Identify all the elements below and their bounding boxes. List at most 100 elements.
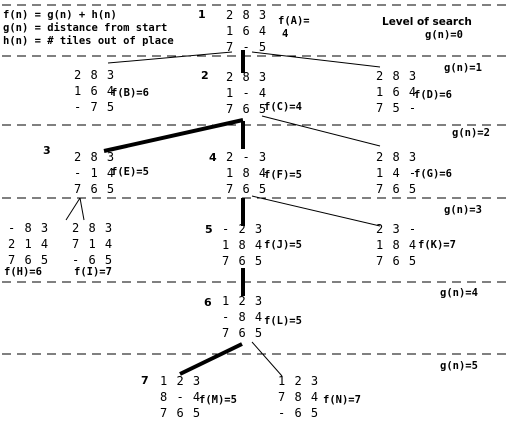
puzzle-row-2: 2 1 4 [8,237,49,251]
step-number: 4 [209,151,217,164]
node-d: 2 8 3 1 6 4 7 5 - f(D)=6 [376,69,452,115]
node-h: - 8 3 2 1 4 7 6 5 f(H)=6 [4,221,49,278]
node-f: 4 2 - 3 1 8 4 7 6 5 f(F)=5 [209,150,302,196]
edge-a-b [107,51,233,64]
puzzle-row-1: - 2 3 [222,222,263,236]
puzzle-row-3: 7 6 5 [160,406,201,420]
node-j: 5 - 2 3 1 8 4 7 6 5 f(J)=5 [205,222,302,268]
node-i: 2 8 3 7 1 4 - 6 5 f(I)=7 [72,221,113,278]
f-value-number: 4 [282,28,288,40]
puzzle-row-1: - 8 3 [8,221,49,235]
puzzle-row-1: 1 2 3 [278,374,319,388]
edge-e-i [79,197,85,221]
legend-formula-g: g(n) = distance from start [3,22,167,34]
node-e: 3 2 8 3 - 1 4 7 6 5 f(E)=5 [43,144,149,196]
puzzle-row-1: 2 8 3 [376,150,417,164]
puzzle-row-2: 1 8 4 [226,166,267,180]
edge-c-e [103,118,244,153]
step-number: 6 [204,296,212,309]
puzzle-row-1: 1 2 3 [222,294,263,308]
step-number: 3 [43,144,51,157]
f-value: f(F)=5 [264,169,302,181]
f-value: f(E)=5 [111,166,149,178]
edge-l-m [179,342,243,376]
edge-f-k [251,195,381,227]
puzzle-row-1: 2 8 3 [74,68,115,82]
level-label-g4: g(n)=4 [440,287,478,299]
puzzle-row-2: 1 6 4 [376,85,417,99]
f-value: f(A)= [278,15,310,27]
node-k: 2 3 - 1 8 4 7 6 5 f(K)=7 [376,222,456,268]
puzzle-row-3: - 7 5 [74,100,115,114]
level-label-g2: g(n)=2 [452,127,490,139]
puzzle-row-1: 2 8 3 [226,8,267,22]
step-number: 5 [205,223,213,236]
puzzle-row-2: 1 - 4 [226,86,267,100]
puzzle-row-1: 2 8 3 [376,69,417,83]
puzzle-row-3: 7 5 - [376,101,417,115]
step-number: 2 [201,69,209,82]
f-value: f(B)=6 [111,87,149,99]
level-label-g1: g(n)=1 [444,62,482,74]
puzzle-row-2: - 1 4 [74,166,115,180]
f-value: f(K)=7 [418,239,456,251]
puzzle-row-3: - 6 5 [278,406,319,420]
node-m: 7 1 2 3 8 - 4 7 6 5 f(M)=5 [141,374,237,420]
step-number: 1 [198,8,206,21]
f-value: f(I)=7 [74,266,112,278]
tree-edges [65,51,381,377]
f-value: f(C)=4 [264,101,302,113]
puzzle-row-1: 2 3 - [376,222,417,236]
legend-formula-h: h(n) = # tiles out of place [3,35,174,47]
level-label-g0: g(n)=0 [425,29,463,41]
level-separators [2,4,506,355]
edge-c-g [261,115,381,147]
puzzle-row-2: 1 6 4 [74,84,115,98]
edge-a-d [251,51,381,68]
node-g: 2 8 3 1 4 - 7 6 5 f(G)=6 [376,150,452,196]
step-number: 7 [141,374,149,387]
legend-formula-f: f(n) = g(n) + h(n) [3,9,117,21]
puzzle-row-2: 1 6 4 [226,24,267,38]
puzzle-row-3: 7 6 5 [376,254,417,268]
node-l: 6 1 2 3 - 8 4 7 6 5 f(L)=5 [204,294,302,340]
puzzle-row-2: 1 8 4 [222,238,263,252]
puzzle-row-2: 1 8 4 [376,238,417,252]
f-value: f(G)=6 [414,168,452,180]
puzzle-row-1: 1 2 3 [160,374,201,388]
edge-l-n [251,341,283,377]
puzzle-row-1: 2 8 3 [226,70,267,84]
puzzle-row-1: 2 8 3 [74,150,115,164]
f-value: f(D)=6 [414,89,452,101]
puzzle-row-2: - 8 4 [222,310,263,324]
legend: f(n) = g(n) + h(n) g(n) = distance from … [3,9,174,47]
puzzle-row-3: 7 6 5 [8,253,49,267]
f-value: f(M)=5 [199,394,237,406]
node-n: 1 2 3 7 8 4 - 6 5 f(N)=7 [278,374,361,420]
f-value: f(N)=7 [323,394,361,406]
edge-e-h [65,197,81,221]
f-value: f(L)=5 [264,315,302,327]
puzzle-row-3: 7 6 5 [222,254,263,268]
best-path-edges [103,50,245,376]
node-c: 2 2 8 3 1 - 4 7 6 5 f(C)=4 [201,69,302,116]
puzzle-row-3: 7 6 5 [376,182,417,196]
puzzle-row-3: 7 6 5 [222,326,263,340]
puzzle-row-3: 7 6 5 [226,182,267,196]
puzzle-row-3: 7 6 5 [226,102,267,116]
puzzle-row-2: 8 - 4 [160,390,201,404]
node-a: 1 2 8 3 1 6 4 7 - 5 f(A)= 4 [198,8,310,54]
puzzle-row-1: 2 - 3 [226,150,267,164]
puzzle-row-3: 7 6 5 [74,182,115,196]
level-label-g3: g(n)=3 [444,204,482,216]
f-value: f(J)=5 [264,239,302,251]
node-b: 2 8 3 1 6 4 - 7 5 f(B)=6 [74,68,149,114]
puzzle-row-3: - 6 5 [72,253,113,267]
level-label-g5: g(n)=5 [440,360,478,372]
puzzle-row-3: 7 - 5 [226,40,267,54]
puzzle-row-2: 7 8 4 [278,390,319,404]
puzzle-row-2: 7 1 4 [72,237,113,251]
level-of-search-title: Level of search [382,16,472,28]
puzzle-row-2: 1 4 - [376,166,417,180]
